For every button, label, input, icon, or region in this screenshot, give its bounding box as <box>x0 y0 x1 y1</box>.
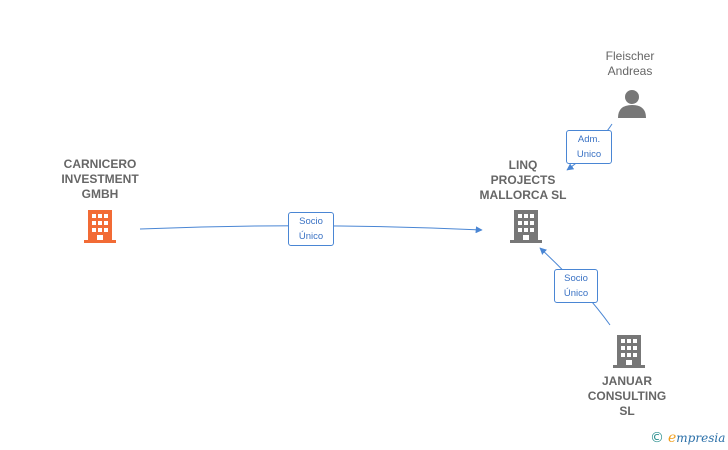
copyright-icon: © <box>650 430 664 446</box>
node-label-fleischer: Fleischer Andreas <box>605 49 655 78</box>
edge-label-januar-linq: Socio Único <box>554 269 598 303</box>
brand-logo[interactable]: empresia <box>668 430 726 446</box>
node-label-januar: JANUAR CONSULTING SL <box>587 374 667 418</box>
person-icon[interactable] <box>617 88 647 118</box>
building-icon[interactable] <box>510 208 542 244</box>
footer-brand: © empresia <box>650 430 725 446</box>
building-icon[interactable] <box>84 208 116 244</box>
edge-label-carnicero-linq: Socio Único <box>288 212 334 246</box>
edge-label-fleischer-linq: Adm. Unico <box>566 130 612 164</box>
node-label-linq: LINQ PROJECTS MALLORCA SL <box>479 158 567 202</box>
node-label-carnicero: CARNICERO INVESTMENT GMBH <box>61 157 139 201</box>
building-icon[interactable] <box>613 333 645 369</box>
